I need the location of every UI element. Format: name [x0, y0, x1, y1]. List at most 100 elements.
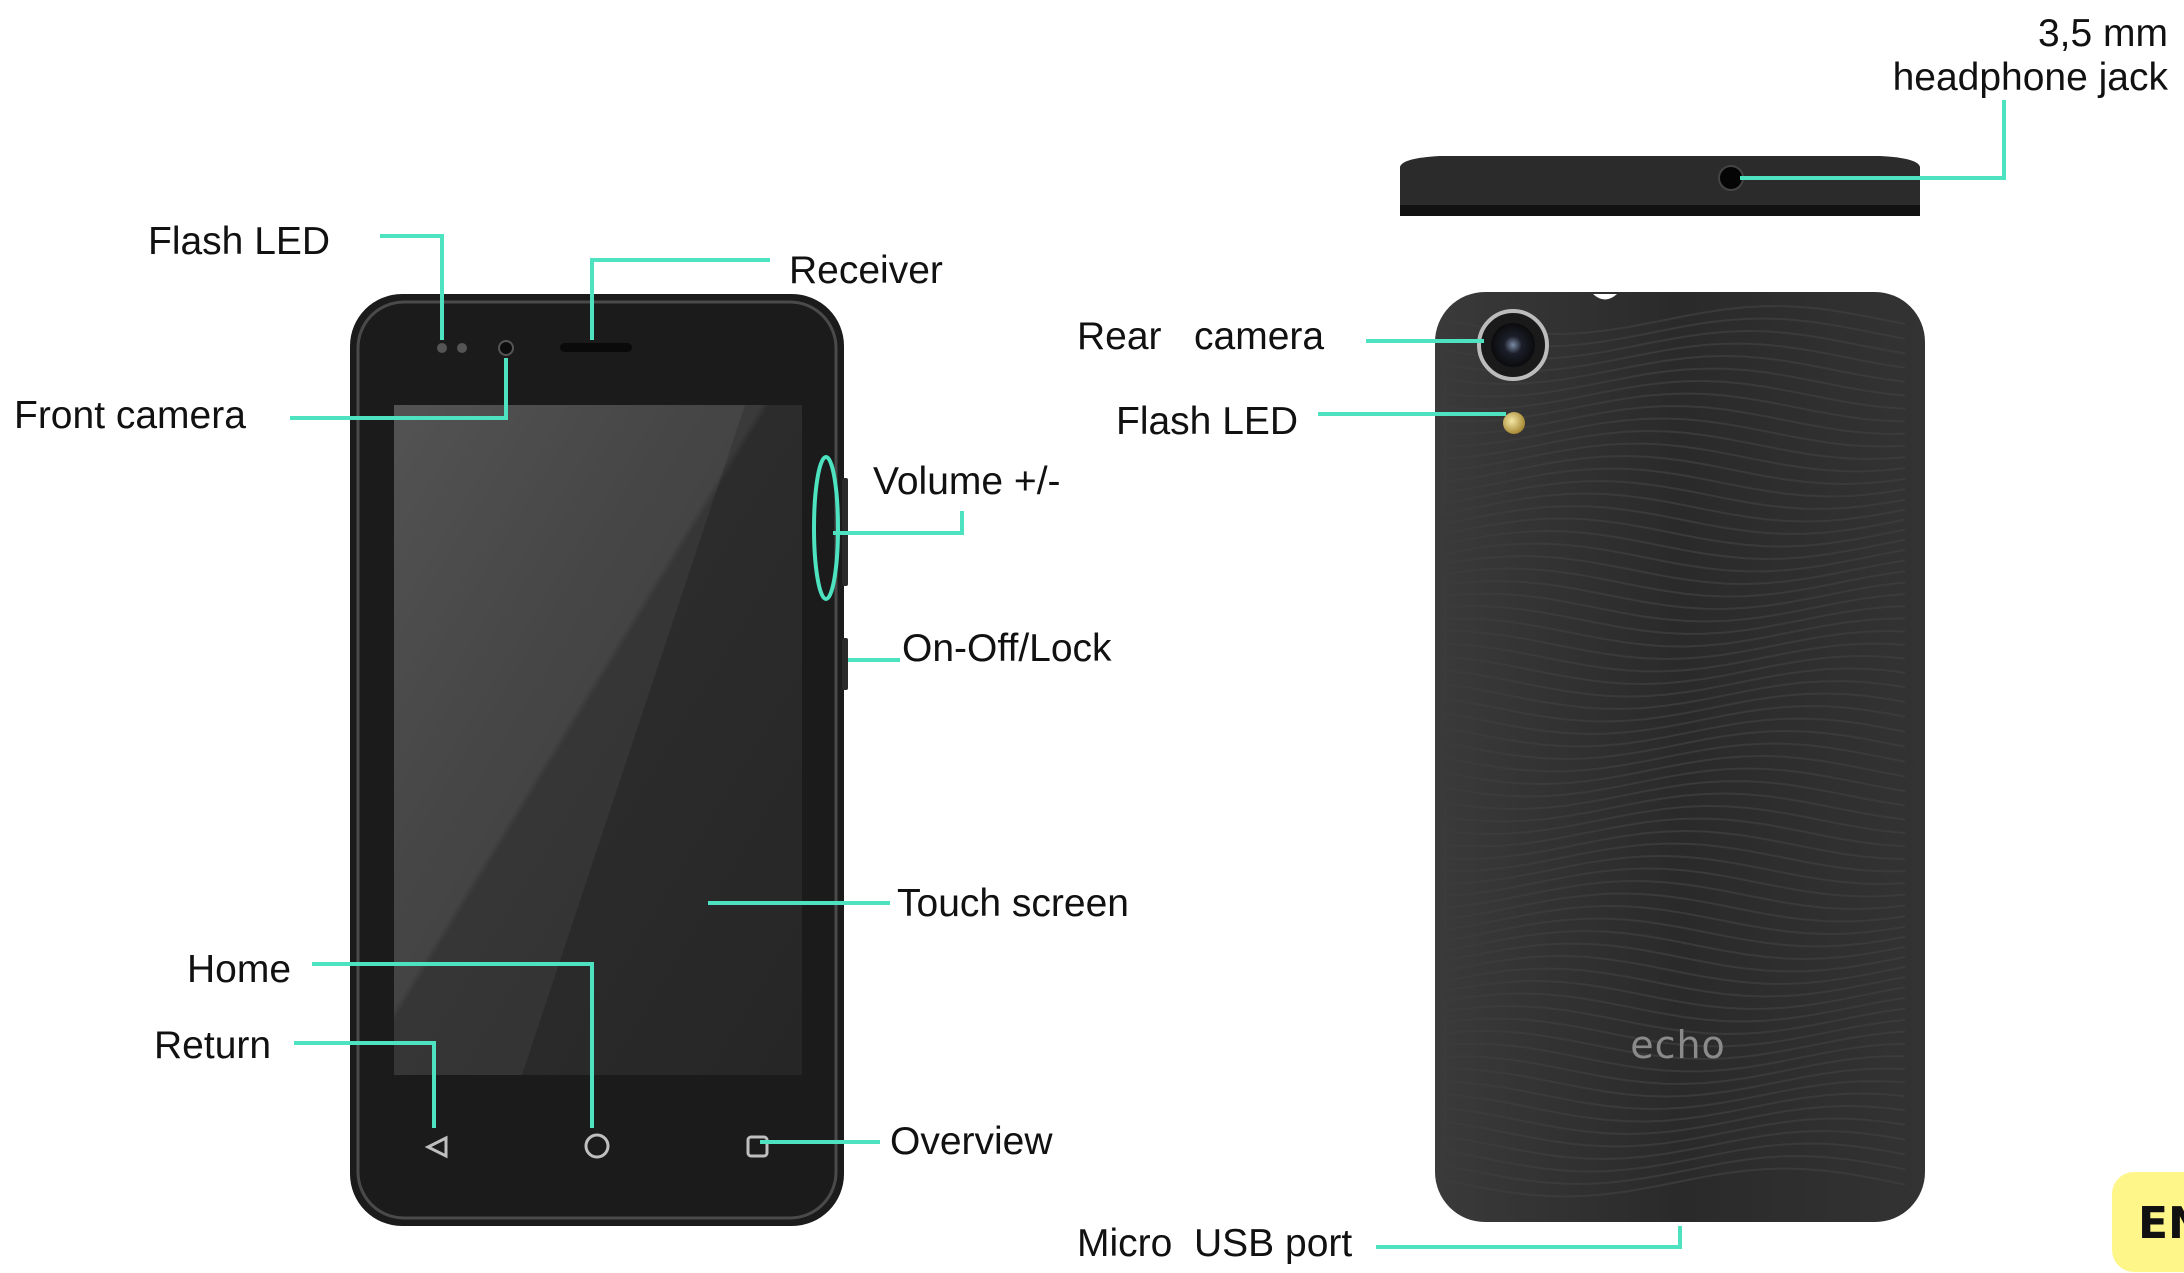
- back-texture-line: [1444, 880, 1906, 910]
- back-texture-line: [1444, 429, 1906, 461]
- receiver-slot: [560, 343, 632, 352]
- back-texture-line: [1444, 929, 1906, 961]
- leader-headphone-jack: [1740, 100, 2006, 180]
- label-headphone-jack-line1: 3,5 mm: [2037, 12, 2168, 55]
- back-texture-line: [1444, 467, 1906, 498]
- label-headphone-jack-line2: headphone jack: [1892, 55, 2168, 99]
- home-key-icon: [584, 1133, 610, 1159]
- leader-volume: [833, 511, 964, 535]
- back-texture-line: [1444, 842, 1906, 873]
- return-key-icon: [424, 1135, 448, 1159]
- back-texture-line: [1444, 967, 1906, 998]
- back-texture-line: [1444, 1155, 1906, 1185]
- label-headphone-jack: 3,5 mm headphone jack: [1893, 12, 2168, 99]
- leader-lines: [290, 100, 2006, 1249]
- brand-logo: echo: [1630, 1023, 1726, 1067]
- volume-highlight: [812, 455, 840, 601]
- back-texture-line: [1444, 767, 1906, 798]
- back-texture-line: [1444, 417, 1906, 448]
- back-texture-line: [1444, 480, 1906, 510]
- label-return: Return: [154, 1024, 272, 1067]
- back-texture-line: [1444, 454, 1906, 486]
- top-view-phone: [1400, 156, 1920, 216]
- back-cover: [1435, 292, 1925, 1222]
- back-texture-line: [1444, 754, 1906, 786]
- back-texture-line: [1444, 442, 1906, 473]
- back-texture-line: [1444, 680, 1906, 710]
- back-texture-line: [1444, 617, 1906, 648]
- label-touch-screen: Touch screen: [897, 882, 1129, 925]
- back-texture-line: [1444, 780, 1906, 810]
- back-texture-line: [1444, 1142, 1906, 1173]
- back-texture-line: [1444, 1129, 1906, 1161]
- back-texture-line: [1444, 1117, 1906, 1148]
- leader-receiver: [590, 258, 770, 340]
- back-texture-line: [1444, 1067, 1906, 1098]
- language-badge: EN: [2112, 1172, 2184, 1272]
- back-texture-line: [1444, 1104, 1906, 1136]
- label-home: Home: [187, 948, 292, 991]
- back-texture-line: [1444, 917, 1906, 948]
- back-texture-line: [1444, 729, 1906, 761]
- back-texture-line: [1444, 792, 1906, 823]
- back-texture-line: [1444, 954, 1906, 986]
- back-texture-line: [1444, 692, 1906, 723]
- label-front-flash-led: Flash LED: [148, 220, 331, 263]
- back-texture-line: [1444, 1029, 1906, 1061]
- back-texture-line: [1444, 1092, 1906, 1123]
- back-texture-line: [1444, 829, 1906, 861]
- back-texture-line: [1444, 592, 1906, 623]
- front-camera-lens: [498, 340, 514, 356]
- back-texture-line: [1444, 542, 1906, 573]
- label-rear-camera: Rear camera: [1077, 315, 1325, 358]
- label-rear-flash-led: Flash LED: [1116, 400, 1299, 443]
- back-texture-line: [1444, 1042, 1906, 1073]
- back-texture-line: [1444, 529, 1906, 561]
- overview-key-icon: [746, 1135, 769, 1158]
- back-texture-line: [1444, 1017, 1906, 1048]
- leader-micro-usb: [1376, 1226, 1682, 1249]
- rear-flash-led: [1503, 412, 1525, 434]
- back-texture-line: [1444, 1004, 1906, 1036]
- back-texture-line: [1444, 642, 1906, 673]
- back-texture-line: [1444, 717, 1906, 748]
- front-phone: [350, 294, 848, 1226]
- back-texture-line: [1444, 505, 1906, 535]
- back-texture-line: [1444, 605, 1906, 635]
- headphone-jack-hole: [1718, 165, 1744, 191]
- back-texture-line: [1444, 667, 1906, 698]
- back-texture-line: [1444, 405, 1906, 435]
- back-texture-line: [1444, 517, 1906, 548]
- back-texture-line: [1444, 1080, 1906, 1110]
- label-volume: Volume +/-: [873, 460, 1061, 503]
- leader-return: [294, 1041, 436, 1128]
- front-flash-led: [437, 343, 447, 353]
- back-texture-line: [1444, 992, 1906, 1023]
- label-micro-usb: Micro USB port: [1077, 1222, 1353, 1265]
- back-texture-line: [1444, 904, 1906, 936]
- back-texture-line: [1444, 629, 1906, 661]
- back-texture-line: [1444, 867, 1906, 898]
- label-overview: Overview: [890, 1120, 1053, 1163]
- back-texture-line: [1444, 567, 1906, 598]
- leader-front-flash-led: [380, 234, 444, 340]
- back-texture-line: [1444, 705, 1906, 735]
- back-texture-line: [1444, 580, 1906, 610]
- back-texture-line: [1444, 817, 1906, 848]
- back-texture-line: [1444, 367, 1906, 398]
- back-texture-line: [1444, 804, 1906, 836]
- back-phone: echo: [1435, 292, 1925, 1222]
- back-texture-line: [1444, 942, 1906, 973]
- back-texture-line: [1444, 554, 1906, 586]
- back-texture-line: [1444, 379, 1906, 411]
- label-power: On-Off/Lock: [902, 627, 1112, 670]
- back-texture-line: [1444, 892, 1906, 923]
- back-texture-line: [1444, 492, 1906, 523]
- back-texture-line: [1444, 742, 1906, 773]
- back-texture-line: [1444, 854, 1906, 886]
- leader-home: [312, 962, 594, 1128]
- back-texture-line: [1444, 1055, 1906, 1085]
- back-texture-line: [1444, 354, 1906, 386]
- leader-front-camera: [290, 358, 508, 420]
